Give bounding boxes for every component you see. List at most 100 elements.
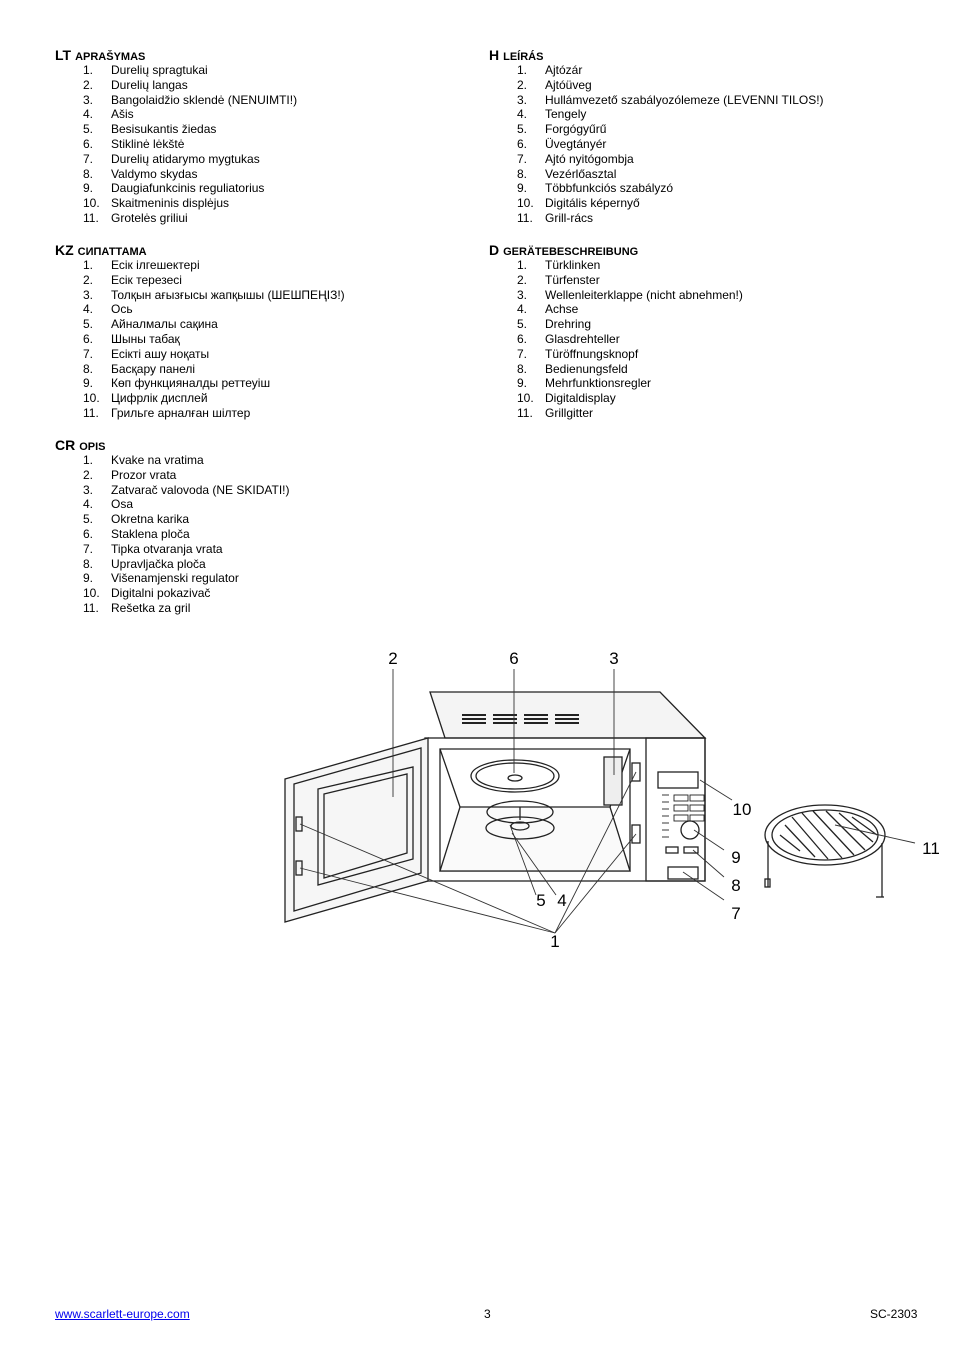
item-text: Digitális képernyő: [545, 196, 640, 211]
list-item: 7.Ajtó nyitógombja: [517, 152, 634, 167]
list-item: 7.Есікті ашу ноқаты: [83, 347, 209, 362]
item-number: 9.: [517, 376, 528, 391]
item-number: 1.: [83, 63, 94, 77]
item-number: 4.: [83, 302, 94, 317]
item-text: Digitaldisplay: [545, 391, 616, 406]
item-text: Hullámvezető szabályozólemeze (LEVENNI T…: [545, 92, 824, 107]
language-code: LT: [55, 47, 72, 63]
language-code: CR: [55, 437, 76, 453]
item-number: 7.: [83, 541, 94, 556]
list-item: 10.Digitális képernyő: [517, 196, 640, 211]
callout-5: 5: [536, 891, 545, 910]
list-item: 6.Шыны табақ: [83, 332, 180, 347]
item-number: 8.: [517, 361, 528, 376]
item-number: 9.: [83, 376, 94, 391]
callout-10: 10: [733, 800, 752, 819]
item-number: 3.: [83, 287, 94, 302]
item-number: 5.: [83, 512, 94, 527]
list-item: 10.Digitaldisplay: [517, 391, 638, 406]
section-title: OPIS: [79, 441, 106, 453]
item-number: 10.: [83, 196, 100, 211]
list-item: 8.Vezérlőasztal: [517, 166, 616, 182]
item-text: Есік ілгешектері: [111, 258, 200, 272]
item-text: Glasdrehteller: [545, 331, 620, 346]
item-number: 8.: [83, 361, 94, 376]
item-number: 2.: [517, 272, 528, 287]
item-number: 1.: [517, 63, 528, 77]
list-item: 2.Есік терезесі: [83, 272, 182, 288]
item-text: Ajtózár: [545, 63, 583, 77]
list-item: 4.Ось: [83, 302, 147, 317]
section-title: APRAŠYMAS: [75, 51, 146, 63]
list-item: 9. Višenamjenski regulator: [83, 571, 239, 586]
list-item: 2.Ajtóüveg: [517, 78, 592, 93]
item-text: Грильге арналған шілтер: [111, 405, 251, 420]
item-text: Forgógyűrű: [545, 122, 607, 137]
item-number: 11.: [83, 600, 99, 615]
item-text: Besisukantis žiedas: [111, 122, 217, 137]
callout-6: 6: [509, 649, 518, 668]
callout-4: 4: [557, 891, 566, 910]
item-number: 4.: [517, 302, 528, 317]
item-number: 9.: [83, 571, 94, 586]
list-item: 3. Bangolaidžio sklendė (NENUIMTI!): [83, 92, 297, 108]
list-item: 11.Rešetka za gril: [83, 600, 190, 616]
website-link[interactable]: www.scarlett-europe.com: [55, 1307, 190, 1321]
item-number: 8.: [83, 556, 94, 571]
list-item: 11.Грильге арналған шілтер: [83, 406, 250, 421]
item-number: 6.: [517, 331, 528, 346]
item-text: Durelių langas: [111, 77, 188, 92]
item-text: Толқын ағызғысы жапқышы (ШЕШПЕҢІЗ!): [111, 287, 345, 302]
item-number: 8.: [83, 166, 94, 181]
list-item: 6.Üvegtányér: [517, 137, 606, 152]
item-text: Bangolaidžio sklendė (NENUIMTI!): [111, 92, 298, 107]
item-text: Stiklinė lėkštė: [111, 136, 185, 151]
item-text: Durelių spragtukai: [111, 63, 208, 77]
callout-8: 8: [731, 876, 740, 895]
list-item: 8.Bedienungsfeld: [517, 362, 638, 377]
item-text: Kvake na vratima: [111, 453, 204, 467]
list-item: 7.Durelių atidarymo mygtukas: [83, 152, 260, 167]
list-item: 4.Ašis: [83, 107, 145, 122]
section-title: LEÍRÁS: [503, 51, 544, 63]
item-number: 4.: [83, 497, 94, 512]
language-code: KZ: [55, 242, 74, 258]
page-number: 3: [484, 1307, 491, 1321]
item-text: Tengely: [545, 107, 587, 122]
list-item: 9.Mehrfunktionsregler: [517, 376, 651, 391]
item-text: Durelių atidarymo mygtukas: [111, 151, 260, 166]
list-item: 3.Hullámvezető szabályozólemeze (LEVENNI…: [517, 93, 824, 108]
item-text: Višenamjenski regulator: [111, 571, 239, 586]
item-number: 10.: [83, 586, 100, 601]
microwave-diagram: 1 2 3 4 5 6 7 8 9 10 11: [284, 649, 940, 951]
list-item: 10.Digitalni pokazivač: [83, 586, 210, 601]
item-text: Есікті ашу ноқаты: [111, 346, 210, 361]
item-text: Okretna karika: [111, 512, 190, 527]
item-number: 11.: [83, 210, 99, 225]
item-text: Türöffnungsknopf: [545, 346, 639, 361]
item-number: 3.: [83, 92, 94, 107]
list-item: 4.Tengely: [517, 107, 586, 122]
item-number: 11.: [517, 210, 533, 225]
item-number: 1.: [83, 453, 94, 467]
item-number: 1.: [83, 258, 94, 272]
item-number: 2.: [83, 467, 94, 482]
section-title: СИПАТТАМА: [77, 246, 147, 258]
item-text: Skaitmeninis displėjus: [111, 196, 230, 211]
item-number: 8.: [517, 166, 528, 181]
item-number: 5.: [83, 122, 94, 137]
item-text: Шыны табақ: [111, 331, 180, 346]
item-text: Drehring: [545, 317, 592, 332]
list-item: 8.Upravljačka ploča: [83, 556, 206, 572]
item-text: Zatvarač valovoda (NE SKIDATI!): [111, 482, 290, 497]
item-text: Üvegtányér: [545, 136, 607, 151]
item-number: 2.: [83, 272, 94, 287]
item-number: 10.: [83, 391, 100, 406]
